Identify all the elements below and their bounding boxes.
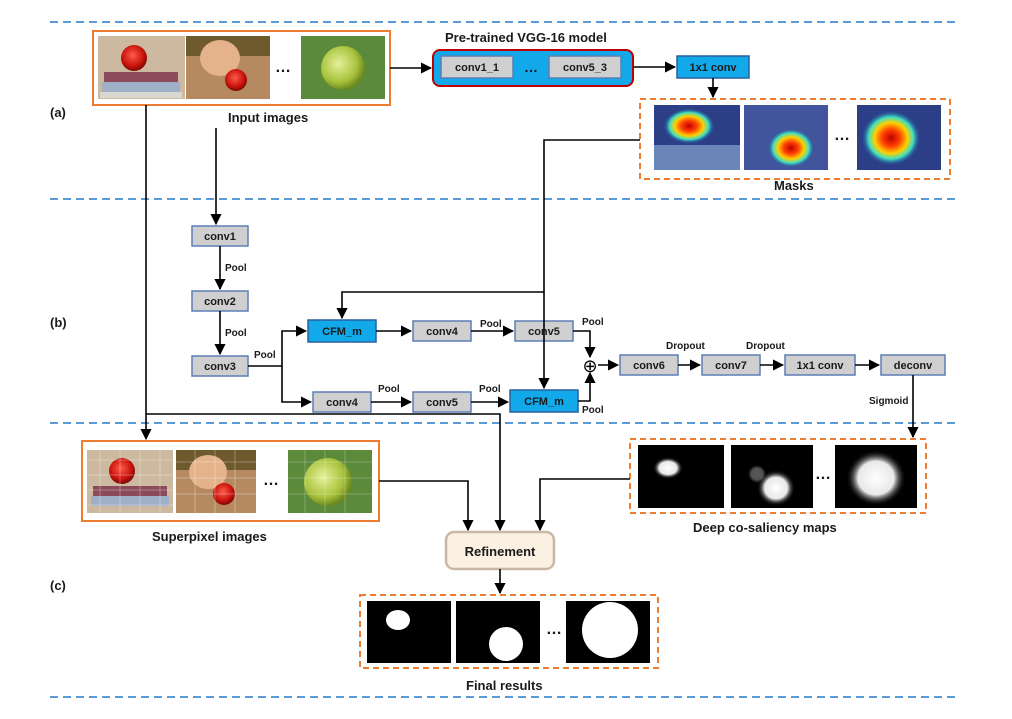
cosaliency-map-3 <box>835 445 917 508</box>
vgg-conv5-3-box <box>548 55 622 79</box>
connectors <box>140 61 919 595</box>
caption-masks: Masks <box>774 178 814 193</box>
caption-final-results: Final results <box>466 678 543 693</box>
caption-superpixel-images: Superpixel images <box>152 529 267 544</box>
conv4-upper-label: conv4 <box>426 326 459 338</box>
input-image-green-apple <box>301 36 385 99</box>
input-image-books-apple <box>98 36 185 99</box>
pool-label: Pool <box>479 384 501 395</box>
conv1x1-top-label: 1x1 conv <box>689 62 737 74</box>
pool-label: Pool <box>225 328 247 339</box>
ellipsis-input-images: … <box>275 59 291 76</box>
ellipsis-superpixel: … <box>263 472 279 489</box>
conv3-label: conv3 <box>204 361 236 373</box>
vgg-conv1-1-box <box>440 55 514 79</box>
caption-vgg-model: Pre-trained VGG-16 model <box>445 30 607 45</box>
conv4-lower-label: conv4 <box>326 397 359 409</box>
conv1-label: conv1 <box>204 231 236 243</box>
final-result-1 <box>367 601 451 663</box>
ellipsis-final-results: … <box>546 621 562 638</box>
pool-label: Pool <box>480 319 502 330</box>
cosaliency-maps-frame <box>629 438 927 514</box>
section-label-b: (b) <box>50 315 67 330</box>
ellipsis-masks: … <box>834 127 850 144</box>
ellipsis-vgg: … <box>524 59 538 75</box>
mask-image-1 <box>654 105 740 170</box>
dropout-label: Dropout <box>666 341 706 352</box>
superpixel-image-green-apple <box>288 450 372 513</box>
deconv-label: deconv <box>894 360 933 372</box>
ellipsis-cosaliency: … <box>815 466 831 483</box>
conv5-lower-label: conv5 <box>426 397 458 409</box>
dropout-label: Dropout <box>746 341 786 352</box>
cosaliency-map-2 <box>731 445 813 508</box>
masks-frame <box>639 98 951 180</box>
cfm-upper-label: CFM_m <box>322 326 362 338</box>
final-result-3 <box>566 601 650 663</box>
superpixel-image-books-apple <box>87 450 173 513</box>
conv6-label: conv6 <box>633 360 665 372</box>
conv7-label: conv7 <box>715 360 747 372</box>
pool-label: Pool <box>254 350 276 361</box>
caption-deep-cosaliency-maps: Deep co-saliency maps <box>693 520 837 535</box>
caption-input-images: Input images <box>228 110 308 125</box>
conv1x1-b-label: 1x1 conv <box>796 360 844 372</box>
sum-node: ⊕ <box>582 356 597 377</box>
pool-label: Pool <box>582 317 604 328</box>
section-label-a: (a) <box>50 105 66 120</box>
conv2-label: conv2 <box>204 296 236 308</box>
pool-label: Pool <box>582 405 604 416</box>
pool-label: Pool <box>378 384 400 395</box>
superpixel-image-woman-apple <box>176 450 256 513</box>
mask-image-3 <box>857 105 941 170</box>
cosaliency-map-1 <box>638 445 724 508</box>
vgg-conv1-1-label: conv1_1 <box>455 62 499 74</box>
cfm-lower-label: CFM_m <box>524 396 564 408</box>
final-results-frame <box>359 594 659 669</box>
mask-image-2 <box>744 105 828 170</box>
input-image-woman-apple <box>186 36 270 99</box>
sigmoid-label: Sigmoid <box>869 396 908 407</box>
vgg-conv5-3-label: conv5_3 <box>563 62 607 74</box>
final-result-2 <box>456 601 540 663</box>
pool-label: Pool <box>225 263 247 274</box>
refinement-label: Refinement <box>465 544 536 559</box>
section-label-c: (c) <box>50 578 66 593</box>
